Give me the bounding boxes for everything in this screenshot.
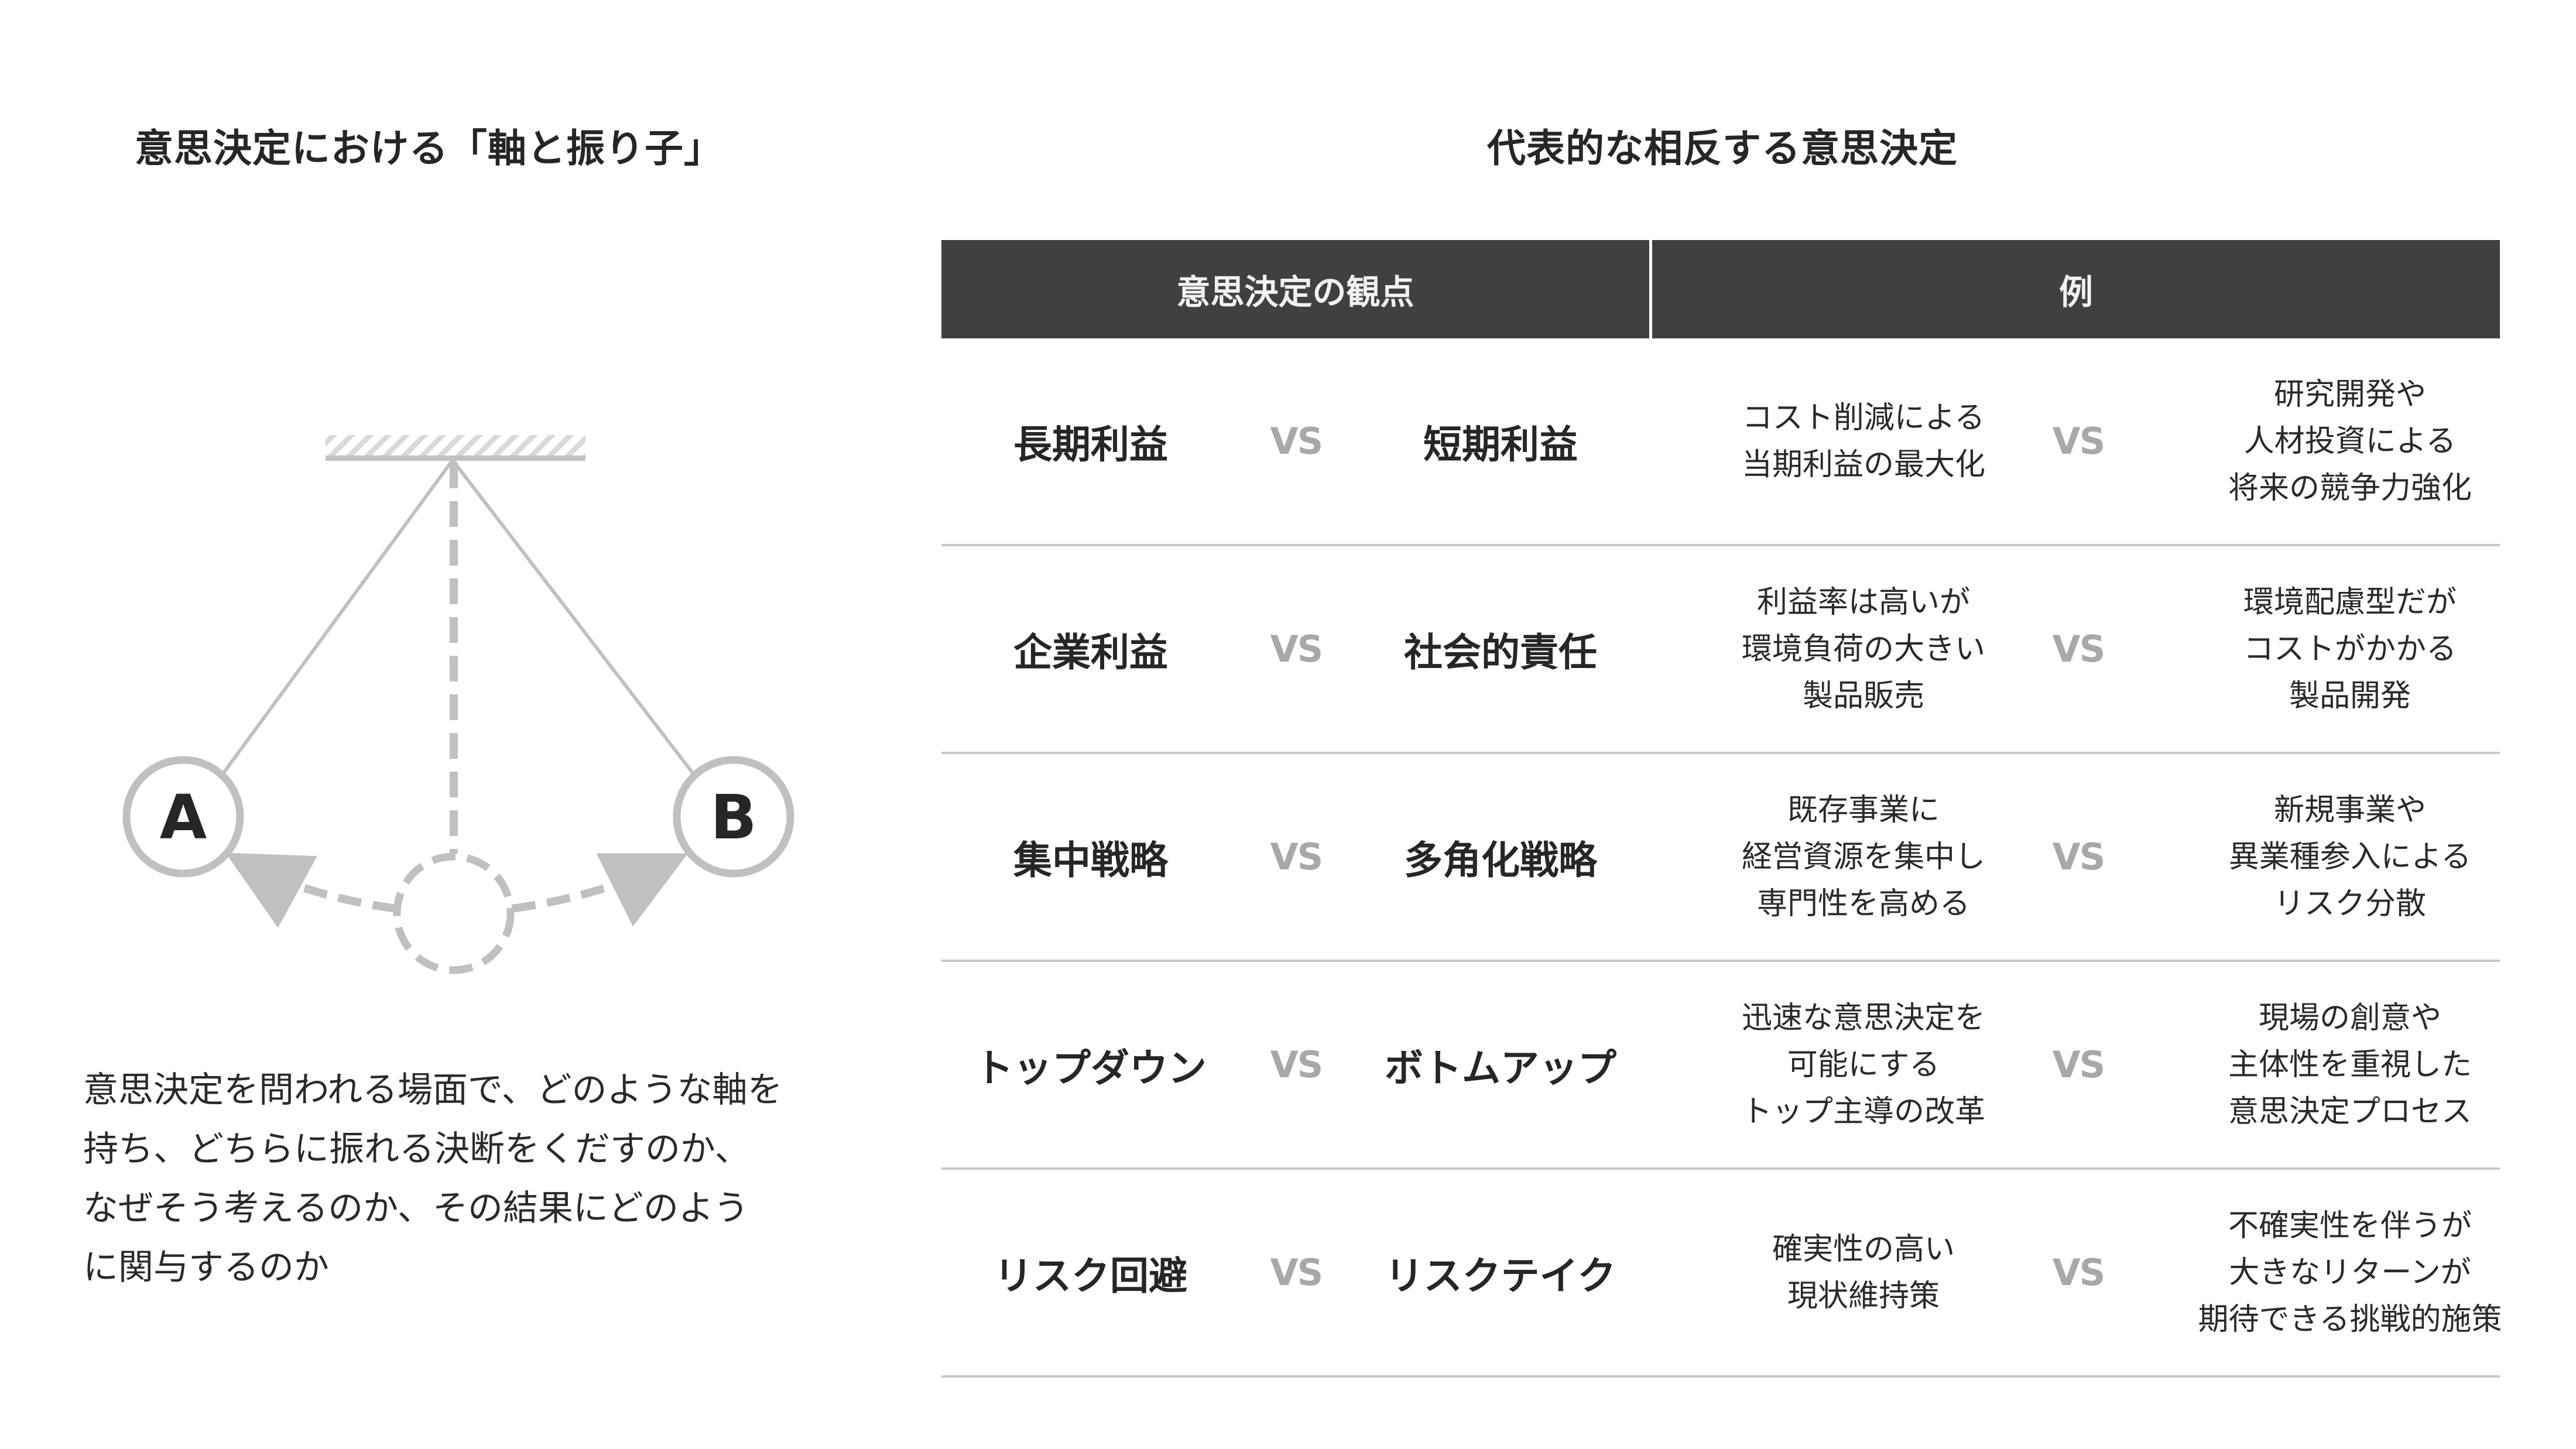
table-row: トップダウン VS ボトムアップ 迅速な意思決定を 可能にする トップ主導の改革… <box>941 962 2500 1170</box>
example-line: 人材投資による <box>2243 423 2457 459</box>
vs-label: VS <box>2052 1251 2106 1294</box>
example-line: 主体性を重視した <box>2228 1047 2472 1083</box>
vs-label: VS <box>1270 628 1324 670</box>
example-line: 経営資源を集中し <box>1742 839 1986 875</box>
description-line: 意思決定を問われる場面で、どのような軸を <box>83 1070 783 1111</box>
vs-label: VS <box>1270 420 1324 463</box>
example-line: 現状維持策 <box>1787 1278 1940 1314</box>
string-to-a <box>222 459 454 774</box>
vs-label: VS <box>1270 1043 1324 1086</box>
bob-a: A <box>122 756 244 878</box>
example-line: 環境負荷の大きい <box>1742 631 1986 667</box>
example-a: 利益率は高いが 環境負荷の大きい 製品販売 <box>1742 546 1986 752</box>
perspective-b: 短期利益 <box>1423 422 1578 467</box>
pendulum-diagram: A B <box>122 435 794 974</box>
table-section-title: 代表的な相反する意思決定 <box>1487 126 1958 171</box>
example-line: 現場の創意や <box>2258 1000 2441 1036</box>
label-b: B <box>710 782 756 853</box>
example-line: 可能にする <box>1787 1047 1940 1083</box>
example-line: リスク分散 <box>2273 886 2426 922</box>
example-b: 環境配慮型だが コストがかかる 製品開発 <box>2200 546 2500 752</box>
example-line: 新規事業や <box>2273 792 2426 828</box>
vs-label: VS <box>1270 835 1324 878</box>
perspective-a: 企業利益 <box>1013 629 1168 675</box>
example-line: 期待できる挑戦的施策 <box>2198 1301 2502 1337</box>
description-line: なぜそう考えるのか、その結果にどのよう <box>83 1188 749 1229</box>
ceiling-support <box>326 435 585 461</box>
decision-table: 意思決定の観点 例 長期利益 VS 短期利益 コスト削減による 当期利益の最大化… <box>941 240 2502 1378</box>
description-paragraph: 意思決定を問われる場面で、どのような軸を 持ち、どちらに振れる決断をくだすのか、… <box>83 1061 862 1297</box>
arrow-to-a <box>225 852 396 929</box>
example-line: 不確実性を伴うが <box>2228 1208 2472 1244</box>
description-line: 持ち、どちらに振れる決断をくだすのか、 <box>83 1129 750 1170</box>
example-line: 研究開発や <box>2273 376 2426 412</box>
vs-label: VS <box>2052 628 2106 670</box>
label-a: A <box>160 782 207 853</box>
example-a: コスト削減による 当期利益の最大化 <box>1742 338 1986 544</box>
example-line: 意思決定プロセス <box>2228 1094 2472 1129</box>
example-line: 製品開発 <box>2289 678 2411 714</box>
example-line: 当期利益の最大化 <box>1742 447 1986 482</box>
example-a: 迅速な意思決定を 可能にする トップ主導の改革 <box>1742 962 1986 1167</box>
perspective-a: トップダウン <box>975 1045 1207 1091</box>
table-row: 集中戦略 VS 多角化戦略 既存事業に 経営資源を集中し 専門性を高める VS … <box>941 754 2500 962</box>
example-line: 確実性の高い <box>1772 1231 1955 1267</box>
table-row: 長期利益 VS 短期利益 コスト削減による 当期利益の最大化 VS 研究開発や … <box>941 338 2500 546</box>
example-b: 研究開発や 人材投資による 将来の競争力強化 <box>2200 338 2500 544</box>
string-to-b <box>451 459 694 774</box>
example-line: 異業種参入による <box>2228 839 2472 875</box>
example-a: 既存事業に 経営資源を集中し 専門性を高める <box>1742 754 1986 960</box>
vs-label: VS <box>2052 420 2106 463</box>
perspective-b: ボトムアップ <box>1385 1045 1616 1091</box>
example-line: トップ主導の改革 <box>1742 1094 1986 1129</box>
example-line: 迅速な意思決定を <box>1742 1000 1986 1036</box>
example-line: 製品販売 <box>1802 678 1924 714</box>
example-line: 利益率は高いが <box>1756 584 1970 620</box>
vs-label: VS <box>2052 1043 2106 1086</box>
perspective-a: 集中戦略 <box>1013 837 1168 883</box>
table-header: 意思決定の観点 例 <box>941 240 2500 338</box>
perspective-b: 社会的責任 <box>1404 629 1597 675</box>
bob-b: B <box>673 756 794 878</box>
example-line: 環境配慮型だが <box>2243 584 2457 620</box>
perspective-a: リスク回避 <box>994 1253 1187 1299</box>
arrow-to-b <box>512 853 688 927</box>
example-line: コストがかかる <box>2243 631 2457 667</box>
perspective-b: 多角化戦略 <box>1404 837 1597 883</box>
rest-position-circle <box>393 852 515 974</box>
table-row: リスク回避 VS リスクテイク 確実性の高い 現状維持策 VS 不確実性を伴うが… <box>941 1170 2502 1378</box>
header-example: 例 <box>1652 240 2500 338</box>
example-b: 新規事業や 異業種参入による リスク分散 <box>2200 754 2500 960</box>
header-perspective: 意思決定の観点 <box>941 240 1649 338</box>
table-row: 企業利益 VS 社会的責任 利益率は高いが 環境負荷の大きい 製品販売 VS 環… <box>941 546 2500 754</box>
example-line: 将来の競争力強化 <box>2228 470 2472 506</box>
perspective-b: リスクテイク <box>1385 1253 1616 1299</box>
description-line: に関与するのか <box>83 1247 329 1288</box>
example-line: 大きなリターンが <box>2229 1255 2471 1290</box>
vs-label: VS <box>2052 835 2106 878</box>
perspective-a: 長期利益 <box>1013 422 1168 467</box>
header-divider <box>1649 240 1652 338</box>
example-line: コスト削減による <box>1742 400 1985 436</box>
example-b: 現場の創意や 主体性を重視した 意思決定プロセス <box>2200 962 2500 1167</box>
example-b: 不確実性を伴うが 大きなリターンが 期待できる挑戦的施策 <box>2198 1170 2502 1375</box>
vs-label: VS <box>1270 1251 1324 1294</box>
example-a: 確実性の高い 現状維持策 <box>1743 1170 1984 1375</box>
example-line: 既存事業に <box>1787 792 1940 828</box>
pendulum-section-title: 意思決定における「軸と振り子」 <box>135 126 723 171</box>
example-line: 専門性を高める <box>1756 886 1970 922</box>
